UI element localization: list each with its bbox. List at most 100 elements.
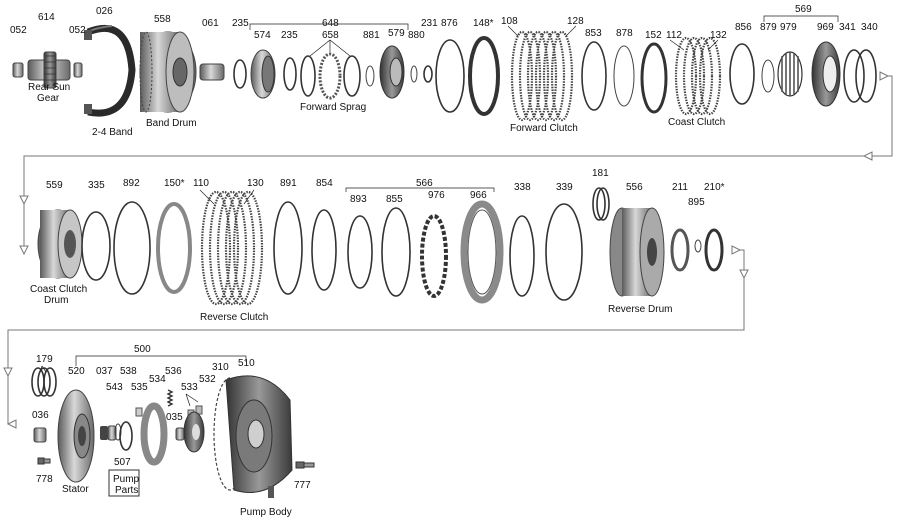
seal-037-icon [100, 425, 117, 441]
label-231: 231 [421, 18, 438, 29]
row-1-parts [12, 24, 877, 122]
spring-536-icon [166, 389, 174, 407]
label-341: 341 [839, 22, 856, 33]
caption-stator: Stator [62, 484, 89, 495]
label-534: 534 [149, 374, 166, 385]
label-895: 895 [688, 197, 705, 208]
pump-parts-box [108, 469, 140, 497]
ring-152-icon [640, 42, 668, 114]
label-036: 036 [32, 410, 49, 421]
label-235a: 235 [232, 18, 249, 29]
washer-235b-icon [283, 57, 297, 91]
caption-pump-body: Pump Body [240, 507, 292, 518]
label-892: 892 [123, 178, 140, 189]
snap-ring-876-icon [435, 39, 465, 113]
label-535: 535 [131, 382, 148, 393]
label-569: 569 [795, 4, 812, 15]
coast-clutch-pack-icon [674, 36, 722, 116]
label-777: 777 [294, 480, 311, 491]
seal-538-icon [119, 421, 133, 451]
ring-148-icon [468, 36, 500, 116]
washer-235-icon [233, 59, 247, 89]
label-854: 854 [316, 178, 333, 189]
caption-rear-sun-gear-2: Gear [37, 93, 60, 104]
label-579: 579 [388, 28, 405, 39]
label-538: 538 [120, 366, 137, 377]
caption-coast-clutch: Coast Clutch [668, 117, 725, 128]
bolt-777-icon [295, 461, 315, 469]
rings-179-icon [31, 367, 57, 397]
label-876: 876 [441, 18, 458, 29]
label-574: 574 [254, 30, 271, 41]
band-24-icon [84, 24, 136, 117]
label-878: 878 [616, 28, 633, 39]
washer-211-icon [670, 228, 690, 272]
row-2-parts [37, 187, 724, 306]
snap-ring-856-icon [729, 43, 755, 105]
caption-pump-parts-2: Parts [115, 485, 138, 496]
label-976: 976 [428, 190, 445, 201]
caption-forward-clutch: Forward Clutch [510, 123, 578, 134]
label-891: 891 [280, 178, 297, 189]
caption-reverse-clutch: Reverse Clutch [200, 312, 268, 323]
snap-ring-879-icon [761, 59, 775, 93]
piston-966-icon [460, 200, 504, 304]
ring-892-icon [113, 201, 151, 295]
snap-ring-853-icon [581, 41, 607, 111]
caption-coast-clutch-drum-2: Drum [44, 295, 68, 306]
label-856: 856 [735, 22, 752, 33]
seal-341-icon [843, 49, 865, 103]
label-150: 150* [164, 178, 185, 189]
label-210: 210* [704, 182, 725, 193]
bolt-778-icon [37, 457, 51, 465]
label-979: 979 [780, 22, 797, 33]
label-566: 566 [416, 178, 433, 189]
label-037: 037 [96, 366, 113, 377]
bushing-035-icon [175, 427, 185, 441]
row-2-labels: 559 335 892 150* 110 130 891 854 566 893… [30, 168, 725, 323]
label-338: 338 [514, 182, 531, 193]
plug-535-icon [135, 407, 143, 417]
label-026: 026 [96, 6, 113, 17]
label-181: 181 [592, 168, 609, 179]
label-061: 061 [202, 18, 219, 29]
caption-reverse-drum: Reverse Drum [608, 304, 672, 315]
row-3-labels: 179 500 520 037 543 538 535 534 536 310 … [32, 344, 311, 518]
label-559: 559 [46, 180, 63, 191]
label-536: 536 [165, 366, 182, 377]
label-543: 543 [106, 382, 123, 393]
label-558: 558 [154, 14, 171, 25]
piston-969-icon [811, 41, 841, 107]
label-128: 128 [567, 16, 584, 27]
label-532: 532 [199, 374, 216, 385]
snap-ring-854-icon [311, 209, 337, 291]
label-052b: 052 [69, 25, 86, 36]
caption-coast-clutch-drum-1: Coast Clutch [30, 284, 87, 295]
snap-ring-878-icon [613, 45, 635, 107]
label-648: 648 [322, 18, 339, 29]
label-880: 880 [408, 30, 425, 41]
label-533: 533 [181, 382, 198, 393]
reverse-drum-icon [609, 207, 665, 297]
label-132: 132 [710, 30, 727, 41]
ring-893-icon [347, 215, 373, 289]
snap-ring-881-icon [365, 65, 375, 87]
pump-gear-532-icon [183, 411, 205, 453]
seal-335-icon [81, 211, 111, 281]
label-556: 556 [626, 182, 643, 193]
caption-rear-sun-gear-1: Rear Sun [28, 82, 70, 93]
spring-pack-979-icon [777, 51, 803, 97]
ring-181-icon [592, 187, 610, 221]
snap-ring-880-icon [410, 65, 418, 83]
forward-clutch-pack-icon [510, 30, 574, 122]
label-853: 853 [585, 28, 602, 39]
flow-connectors [3, 71, 893, 429]
label-340: 340 [861, 22, 878, 33]
label-310: 310 [212, 362, 229, 373]
label-778: 778 [36, 474, 53, 485]
label-510: 510 [238, 358, 255, 369]
snap-ring-891-icon [273, 201, 303, 295]
seal-338-icon [509, 215, 535, 297]
rear-sun-gear-icon [27, 51, 71, 89]
